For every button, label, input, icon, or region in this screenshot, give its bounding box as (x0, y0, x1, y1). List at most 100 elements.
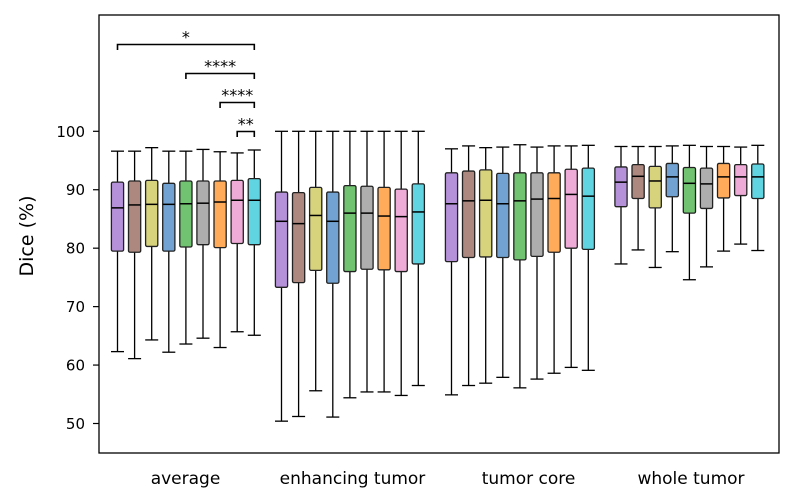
box-whole-tumor-6 (699, 145, 714, 268)
box-whole-tumor-5 (682, 144, 697, 281)
box-body (631, 163, 645, 200)
box-body (213, 180, 227, 249)
box-body (196, 180, 210, 246)
box-body (326, 191, 340, 284)
box-body (110, 181, 125, 252)
bracket-line (219, 101, 256, 108)
y-tick-label: 90 (66, 181, 85, 199)
box-body (377, 186, 391, 271)
box-body (530, 172, 544, 258)
box-enhancing-tumor-6 (360, 130, 374, 393)
box-whole-tumor-2 (631, 145, 645, 251)
box-body (496, 172, 510, 259)
box-body (581, 167, 596, 250)
y-axis-label: Dice (%) (16, 196, 38, 277)
box-tumor-core-1 (444, 148, 459, 396)
box-enhancing-tumor-4 (326, 130, 340, 418)
significance-label: ** (238, 115, 254, 134)
box-enhancing-tumor-9 (411, 130, 426, 387)
box-body (751, 163, 765, 200)
box-tumor-core-2 (461, 145, 476, 387)
significance-layer: *********** (116, 28, 256, 137)
box-enhancing-tumor-7 (377, 130, 391, 393)
y-tick-label: 80 (66, 240, 85, 258)
box-average-6 (196, 148, 210, 339)
significance-label: **** (204, 57, 236, 76)
box-body (247, 177, 262, 246)
box-body (733, 163, 748, 197)
box-body (230, 179, 244, 245)
bracket-line (236, 130, 256, 137)
box-tumor-core-9 (581, 144, 596, 371)
y-tick-label: 60 (66, 357, 85, 375)
box-body (308, 186, 323, 272)
box-average-1 (110, 150, 125, 353)
box-body (360, 185, 374, 270)
x-category-label: tumor core (482, 469, 576, 489)
box-tumor-core-4 (496, 146, 510, 378)
box-enhancing-tumor-8 (394, 130, 408, 397)
y-tick-label: 50 (66, 415, 85, 433)
box-whole-tumor-7 (716, 145, 731, 252)
box-whole-tumor-9 (751, 144, 765, 252)
bracket-line (185, 72, 256, 79)
plot-frame (98, 14, 780, 454)
box-average-9 (247, 149, 262, 336)
box-body (614, 166, 628, 208)
box-body (682, 166, 697, 214)
box-tumor-core-5 (513, 144, 527, 389)
box-tumor-core-6 (530, 146, 544, 380)
box-tumor-core-3 (478, 147, 493, 384)
x-category-label: whole tumor (637, 469, 744, 489)
box-body (162, 182, 176, 252)
x-category-label: average (151, 469, 221, 489)
significance-bracket: ** (236, 115, 256, 137)
x-axis: average enhancing tumor tumor core whole tu… (151, 469, 745, 489)
box-body (699, 167, 714, 210)
box-body (564, 168, 578, 249)
box-body (547, 172, 561, 253)
box-body (444, 172, 459, 263)
box-body (513, 172, 527, 261)
box-body (179, 180, 193, 248)
box-average-4 (162, 150, 176, 353)
significance-bracket: **** (219, 86, 256, 108)
significance-label: * (182, 28, 190, 47)
y-tick-label: 70 (66, 298, 85, 316)
box-body (291, 192, 306, 284)
box-whole-tumor-4 (665, 145, 680, 253)
box-tumor-core-7 (547, 145, 561, 374)
box-body (127, 180, 142, 253)
box-body (648, 165, 662, 209)
box-average-2 (127, 150, 142, 360)
box-whole-tumor-8 (733, 146, 748, 245)
significance-label: **** (221, 86, 253, 105)
box-body (411, 183, 426, 265)
significance-bracket: **** (185, 57, 256, 79)
box-average-8 (230, 152, 244, 333)
y-tick-label: 100 (56, 123, 85, 141)
box-average-5 (179, 150, 193, 345)
box-body (274, 191, 289, 288)
x-category-label: enhancing tumor (280, 469, 426, 489)
box-body (461, 170, 476, 259)
box-body (394, 188, 408, 273)
box-enhancing-tumor-5 (343, 130, 357, 399)
box-tumor-core-8 (564, 145, 578, 369)
box-enhancing-tumor-1 (274, 130, 289, 422)
box-layer (110, 130, 765, 422)
box-whole-tumor-1 (614, 145, 628, 265)
box-body (343, 184, 357, 273)
significance-bracket: * (116, 28, 256, 50)
box-average-7 (213, 151, 227, 349)
box-average-3 (144, 147, 159, 341)
box-enhancing-tumor-3 (308, 130, 323, 392)
box-whole-tumor-3 (648, 145, 662, 269)
box-body (144, 179, 159, 248)
box-enhancing-tumor-2 (291, 130, 306, 418)
bracket-line (116, 43, 256, 50)
box-body (716, 162, 731, 199)
box-body (478, 169, 493, 258)
box-body (665, 162, 680, 198)
